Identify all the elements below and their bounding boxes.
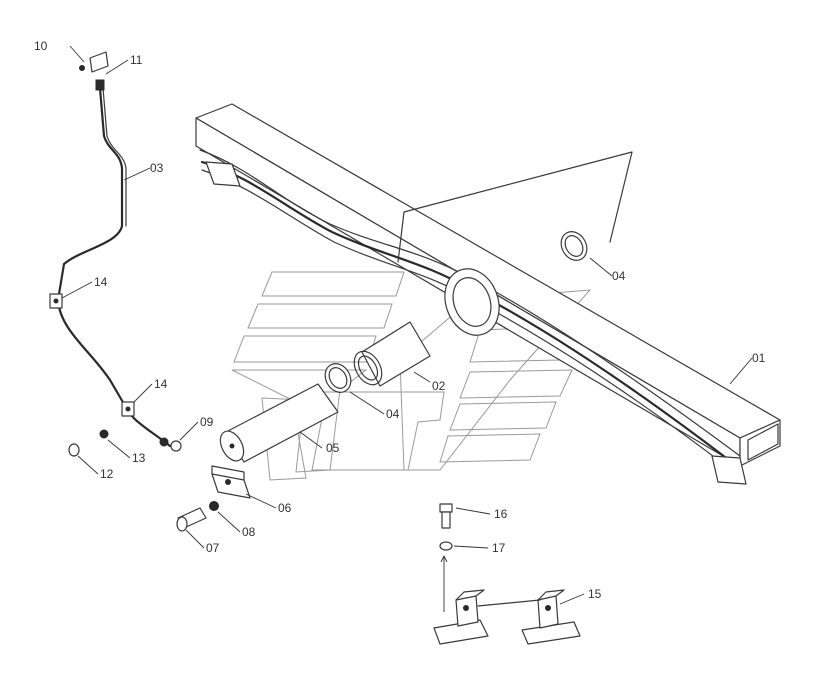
seal-ring-right [560,231,588,261]
pivot-pin [219,383,339,463]
callout-14-lower: 14 [154,377,168,391]
seal-ring-left [324,363,352,393]
callout-01: 01 [752,351,766,365]
support-brackets [433,589,581,645]
callout-17: 17 [492,541,506,555]
callout-07: 07 [206,541,220,555]
callout-11: 11 [130,53,143,67]
bolt-07 [176,507,207,532]
bolt-16 [439,503,453,529]
washer-08 [209,501,219,511]
washer-17 [439,541,453,551]
bolt-12 [68,443,80,457]
callout-15: 15 [588,587,602,601]
callout-03: 03 [150,161,164,175]
line-connector-09 [159,437,182,452]
callout-05: 05 [326,441,340,455]
line-clip-lower [121,401,135,417]
callout-10: 10 [34,39,48,53]
axle-beam [195,103,781,485]
callout-09: 09 [200,415,214,429]
grease-line [56,86,172,448]
callout-13: 13 [132,451,146,465]
callout-14-upper: 14 [94,275,108,289]
callout-08: 08 [242,525,256,539]
nut-13 [99,429,109,439]
callout-04-right: 04 [612,269,626,283]
callout-02: 02 [432,379,446,393]
callout-16: 16 [494,507,508,521]
line-clip-upper [49,293,63,309]
retaining-plate [211,465,251,499]
leader-lines [61,45,753,605]
grease-fitting-top [79,51,109,91]
callout-12: 12 [100,467,114,481]
callout-04-left: 04 [386,407,400,421]
bushing-sleeve [353,321,431,387]
callout-06: 06 [278,501,292,515]
